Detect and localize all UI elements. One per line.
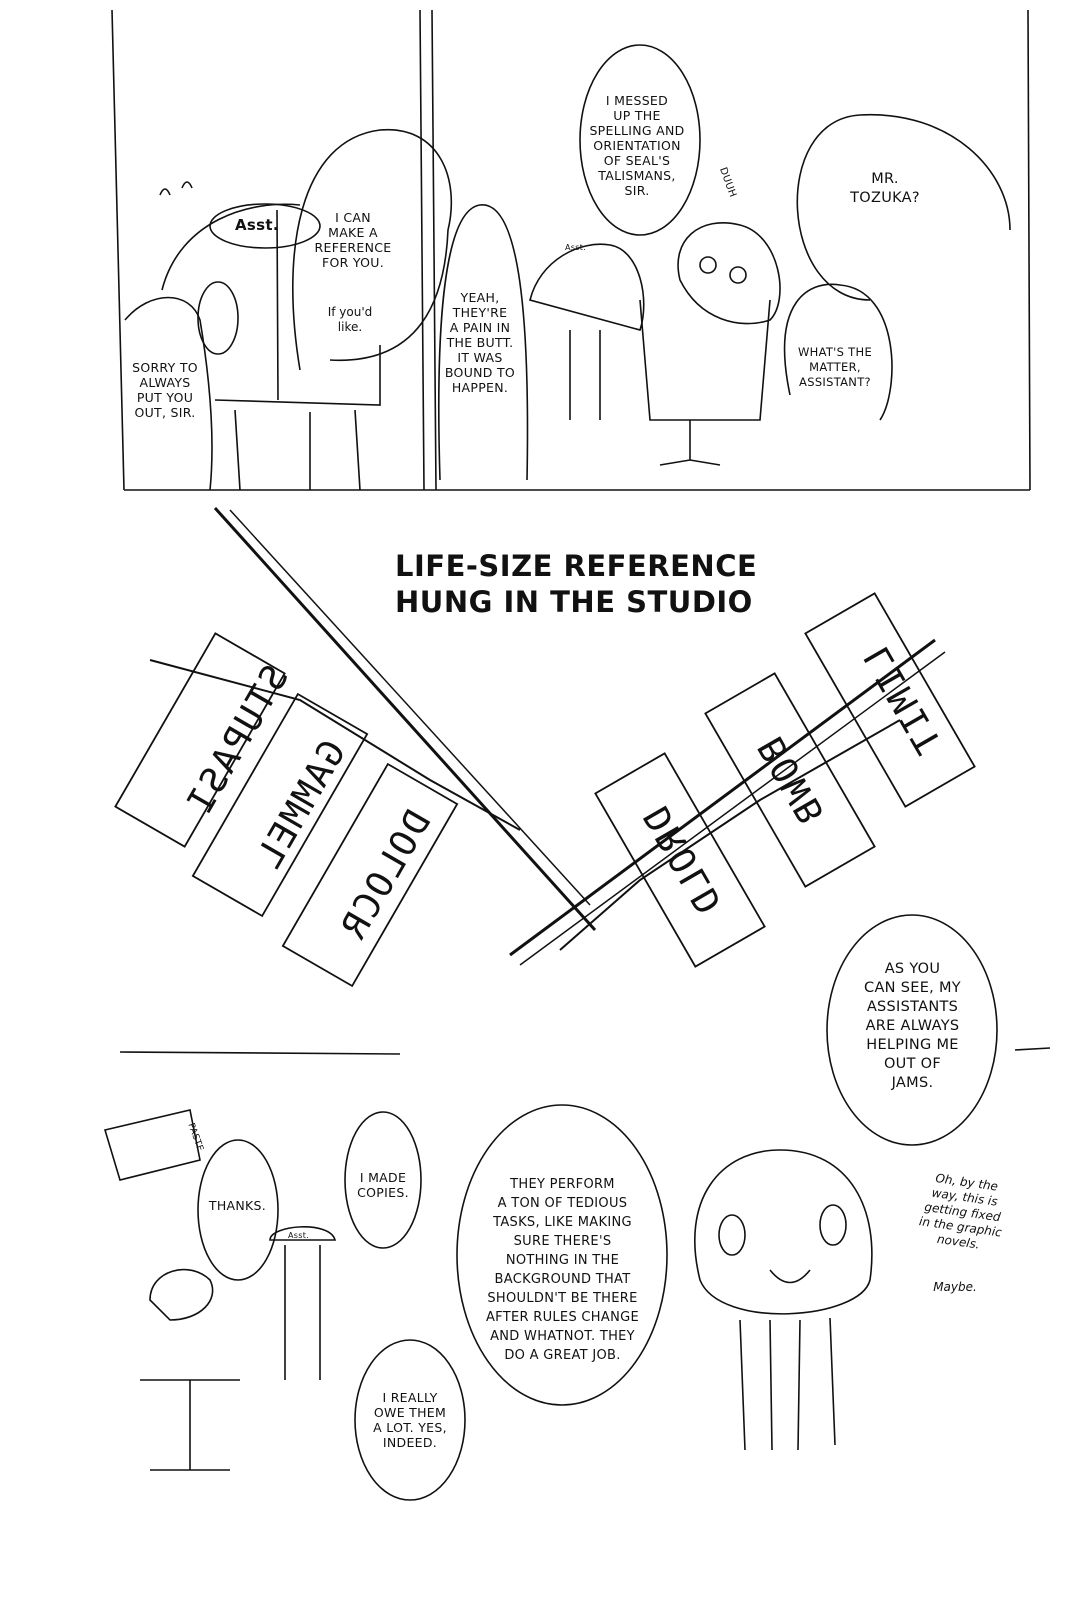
panel4-drawing — [103, 1104, 873, 1501]
panel-borders — [111, 9, 1051, 1055]
bubble-outline — [826, 914, 998, 1146]
hat-label: Asst. — [565, 243, 586, 252]
panel2-drawing — [437, 44, 1011, 481]
bubble-thanks: THANKS. — [208, 1198, 267, 1213]
bubble-sorry: SORRY TO ALWAYS PUT YOU OUT, SIR. — [132, 360, 198, 420]
panel1-drawing — [124, 129, 453, 491]
bubble-i-really-owe-them: I REALLY OWE THEM A LOT. YES, INDEED. — [373, 1390, 447, 1450]
panel3-drawing — [114, 506, 976, 988]
translator-note-maybe: Maybe. — [933, 1280, 977, 1294]
bubble-reference-aside: If you'd like. — [327, 305, 373, 334]
bubble-as-you-can-see: AS YOU CAN SEE, MY ASSISTANTS ARE ALWAYS… — [864, 961, 961, 1091]
asst-sign-label: Asst. — [235, 216, 279, 234]
translator-note: Oh, by the way, this is getting fixed in… — [918, 1170, 1003, 1252]
hat-label: Asst. — [288, 1231, 309, 1240]
bubble-reference: I CAN MAKE A REFERENCE FOR YOU. — [314, 210, 392, 270]
bubble-messed-up: I MESSED UP THE SPELLING AND ORIENTATION… — [589, 93, 685, 198]
caption-life-size-reference: LIFE-SIZE REFERENCE HUNG IN THE STUDIO — [395, 549, 758, 619]
bubble-i-made-copies: I MADE COPIES. — [357, 1170, 409, 1200]
bubble-tedious-tasks: THEY PERFORM A TON OF TEDIOUS TASKS, LIK… — [485, 1177, 639, 1363]
bubble-mr-tozuka: MR. TOZUKA? — [850, 171, 920, 206]
bubble-whats-the-matter: WHAT'S THE MATTER, ASSISTANT? — [797, 345, 873, 389]
bubble-yeah: YEAH, THEY'RE A PAIN IN THE BUTT. IT WAS… — [444, 290, 516, 395]
